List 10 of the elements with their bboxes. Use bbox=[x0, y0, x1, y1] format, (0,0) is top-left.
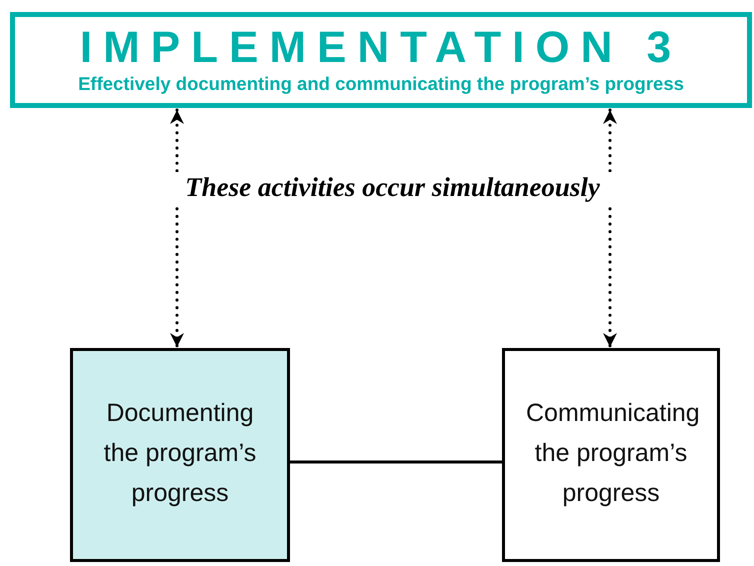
dotted-double-arrow bbox=[170, 108, 184, 348]
banner-subtitle: Effectively documenting and communicating the program’s progress bbox=[78, 73, 684, 96]
activity-box bbox=[502, 348, 720, 562]
banner-title: IMPLEMENTATION 3 bbox=[80, 24, 682, 72]
activity-text: Communicating the program’s progress bbox=[526, 398, 696, 509]
activity-box bbox=[70, 348, 290, 562]
connector-line bbox=[288, 460, 504, 464]
title-banner bbox=[10, 12, 752, 108]
dotted-double-arrow bbox=[603, 108, 617, 348]
activity-text: Documenting the program’s progress bbox=[102, 398, 258, 509]
